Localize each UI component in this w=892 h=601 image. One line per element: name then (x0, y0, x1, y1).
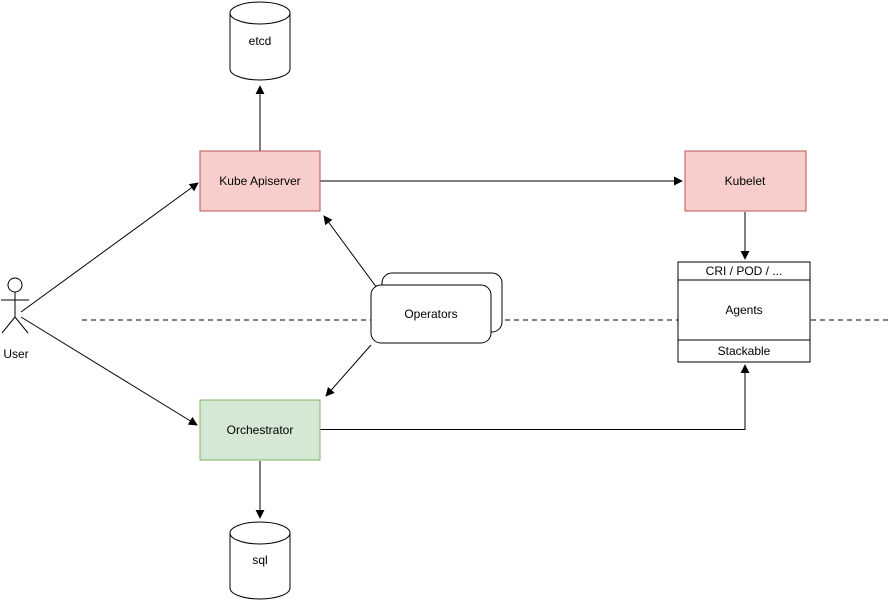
agents-stack-header-label: CRI / POD / ... (706, 264, 783, 278)
sql-cylinder-lip (229, 532, 291, 545)
node-sql: sql (229, 521, 291, 600)
agents-stack-footer-label: Stackable (718, 344, 771, 358)
etcd-cylinder-lip (229, 12, 291, 25)
operators-label: Operators (404, 307, 457, 321)
user-actor-left-leg (1, 316, 16, 334)
agents-stack-body-label: Agents (725, 303, 762, 317)
kubelet-label: Kubelet (725, 174, 766, 188)
node-kubelet: Kubelet (684, 150, 807, 212)
edge-operators-to-kube-apiserver (323, 215, 378, 289)
orchestrator-label: Orchestrator (227, 423, 294, 437)
node-orchestrator: Orchestrator (199, 399, 321, 461)
kubelet-box (684, 150, 807, 212)
edge-operators-to-orchestrator (325, 344, 372, 397)
edge-user-to-kube-apiserver (20, 182, 199, 313)
etcd-cylinder-body (229, 1, 291, 81)
agents-stack-box (677, 261, 811, 363)
kube-apiserver-label: Kube Apiserver (219, 174, 300, 188)
node-etcd: etcd (229, 1, 291, 81)
kube-apiserver-box (199, 150, 321, 212)
operators-front-card (370, 284, 492, 344)
edges-layer (20, 85, 750, 519)
sql-label: sql (252, 553, 267, 567)
user-label: User (3, 347, 28, 361)
user-actor-right-leg (14, 316, 29, 334)
user-actor-head (7, 277, 23, 293)
etcd-label: etcd (249, 34, 272, 48)
node-operators: Operators (370, 272, 503, 344)
edge-user-to-orchestrator (20, 316, 198, 426)
node-agents-stack: CRI / POD / ... Agents Stackable (677, 261, 811, 363)
orchestrator-box (199, 399, 321, 461)
sql-cylinder-body (229, 521, 291, 600)
node-kube-apiserver: Kube Apiserver (199, 150, 321, 212)
edge-orchestrator-to-agents-stack (320, 364, 750, 430)
node-user: User (1, 277, 29, 361)
